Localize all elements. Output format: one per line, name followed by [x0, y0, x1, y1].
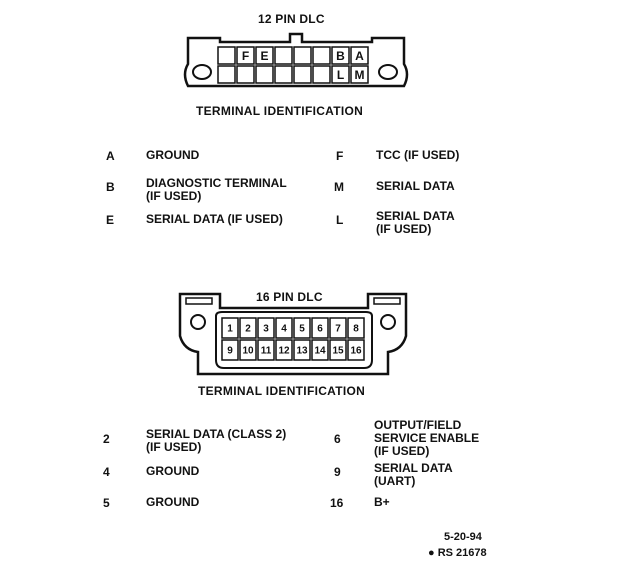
connector16-pin-cell — [275, 339, 293, 361]
connector16-pin-cell — [257, 339, 275, 361]
connector16-pin-label: 16 — [350, 346, 362, 357]
connector16-pin-label: 14 — [314, 346, 326, 357]
table16-desc-5: GROUND — [146, 495, 200, 509]
table12-term-b: B — [106, 180, 115, 194]
connector16-pin-label: 1 — [227, 324, 233, 335]
connector12-pin-cell — [255, 65, 274, 84]
table16-term-2: 2 — [103, 432, 110, 446]
connector16-pin-label: 4 — [281, 324, 287, 335]
connector12-pin-cell — [293, 65, 312, 84]
connector16-left-hole — [190, 314, 206, 330]
table16-desc-6: OUTPUT/FIELD SERVICE ENABLE (IF USED) — [374, 418, 480, 458]
table16-term-9: 9 — [334, 465, 341, 479]
connector12-pin-cell — [255, 46, 274, 65]
connector16-housing — [178, 292, 408, 376]
table16-desc-9: SERIAL DATA (UART) — [374, 461, 453, 488]
connector16-caption: TERMINAL IDENTIFICATION — [198, 384, 366, 398]
connector12-pin-cell — [274, 65, 293, 84]
connector16-pin-cell — [293, 339, 311, 361]
connector16-pin-cell — [329, 317, 347, 339]
connector16-pin-cell — [329, 339, 347, 361]
connector12-pin-label: M — [355, 68, 365, 82]
connector16-pin-label: 12 — [278, 346, 290, 357]
table12-term-e: E — [106, 213, 115, 227]
table16-desc-2: SERIAL DATA (CLASS 2) (IF USED) — [146, 427, 287, 454]
table12-term-m: M — [334, 180, 344, 194]
connector16-title: 16 PIN DLC — [256, 290, 323, 304]
connector16-pin-cell — [221, 317, 239, 339]
connector16-pin-cell — [347, 317, 365, 339]
connector16-pin-cell — [311, 317, 329, 339]
table12-desc-l: SERIAL DATA (IF USED) — [376, 209, 455, 236]
table12-desc-e: SERIAL DATA (IF USED) — [146, 212, 283, 226]
table12-desc-f: TCC (IF USED) — [376, 148, 460, 162]
table12-term-l: L — [336, 213, 344, 227]
connector12-pin-cell — [312, 46, 331, 65]
footer-ref: ● RS 21678 — [428, 547, 487, 559]
connector16-pin-label: 6 — [317, 324, 323, 335]
connector12-title: 12 PIN DLC — [258, 12, 325, 26]
connector16-pin-label: 15 — [332, 346, 344, 357]
table12-desc-m: SERIAL DATA — [376, 179, 455, 193]
connector16-pin-cell — [275, 317, 293, 339]
connector12-pin-cell — [274, 46, 293, 65]
table16-term-16: 16 — [330, 496, 344, 510]
connector12-pin-cell — [350, 46, 369, 65]
connector16-pin-cell — [347, 339, 365, 361]
table16-term-5: 5 — [103, 496, 110, 510]
footer-date: 5-20-94 — [444, 531, 482, 543]
connector12-pin-cell — [293, 46, 312, 65]
table12-term-a: A — [106, 149, 115, 163]
connector12-pin-cell — [236, 46, 255, 65]
connector12-housing — [183, 32, 409, 88]
table16-desc-16: B+ — [374, 495, 390, 509]
connector16-right-hole — [380, 314, 396, 330]
connector16-pin-label: 5 — [299, 324, 305, 335]
connector16-pin-cell — [257, 317, 275, 339]
connector16-pin-label: 13 — [296, 346, 308, 357]
connector12-pin-cell — [217, 65, 236, 84]
connector12-pin-cell — [312, 65, 331, 84]
connector16-pin-label: 8 — [353, 324, 359, 335]
connector16-right-tab — [373, 297, 401, 305]
connector16-pin-cell — [239, 317, 257, 339]
connector16-pin-cell — [239, 339, 257, 361]
table12-desc-a: GROUND — [146, 148, 200, 162]
connector12-caption: TERMINAL IDENTIFICATION — [196, 104, 364, 118]
connector16-pin-label: 11 — [261, 346, 272, 357]
connector16-pin-label: 9 — [227, 346, 233, 357]
connector12-pin-cell — [350, 65, 369, 84]
table16-term-4: 4 — [103, 465, 110, 479]
connector16-left-tab — [185, 297, 213, 305]
connector12-left-latch — [192, 64, 212, 80]
connector16-pin-label: 2 — [245, 324, 251, 335]
table12-desc-b: DIAGNOSTIC TERMINAL (IF USED) — [146, 176, 287, 203]
connector16-pin-label: 3 — [263, 324, 269, 335]
connector16-pin-label: 7 — [335, 324, 341, 335]
connector12-pin-cell — [331, 65, 350, 84]
connector16-pin-label: 10 — [242, 346, 254, 357]
connector12-pin-label: A — [355, 49, 364, 63]
connector12-pin-cell — [331, 46, 350, 65]
table12-term-f: F — [336, 149, 344, 163]
connector12-pin-label: F — [242, 49, 249, 63]
table16-term-6: 6 — [334, 432, 341, 446]
connector12-right-latch — [378, 64, 398, 80]
connector16-pin-cell — [221, 339, 239, 361]
connector12-pin-cell — [217, 46, 236, 65]
connector12-pin-label: L — [337, 68, 344, 82]
connector16-pin-cell — [293, 317, 311, 339]
connector12-pin-label: B — [336, 49, 345, 63]
connector12-pin-cell — [236, 65, 255, 84]
connector16-pin-housing — [215, 311, 373, 369]
connector16-pin-cell — [311, 339, 329, 361]
table16-desc-4: GROUND — [146, 464, 200, 478]
connector12-pin-label: E — [260, 49, 268, 63]
